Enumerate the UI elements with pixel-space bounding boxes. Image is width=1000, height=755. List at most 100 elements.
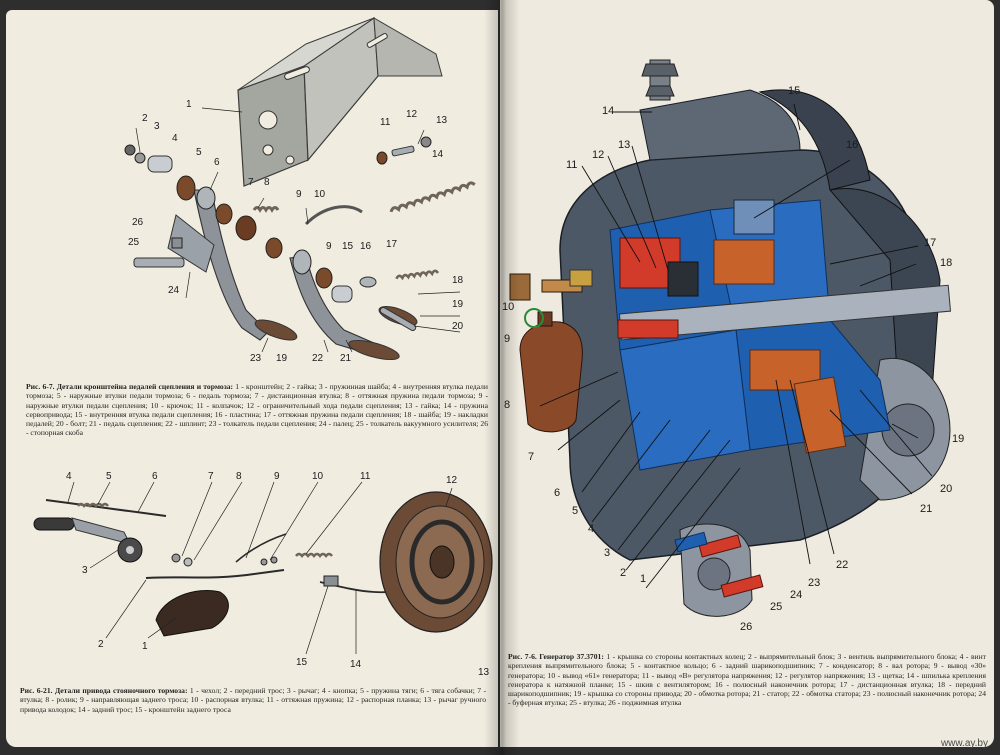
mounting-stud-part: [641, 59, 679, 101]
spring-small-parts: [77, 502, 339, 587]
callout-top-23: 23: [250, 353, 262, 364]
callout-top-20: 20: [452, 321, 464, 332]
gen-callout-21: 21: [920, 503, 933, 515]
watermark-text: www.ay.by: [940, 738, 988, 749]
left-page: 1 2 3 4 5 6 7 8 9 10 11 12 13 14 9 15 16…: [6, 10, 498, 747]
callout-top-22: 22: [312, 353, 324, 364]
gen-callout-9: 9: [504, 333, 511, 345]
callout-top-9a: 9: [296, 189, 302, 200]
callout-top-13: 13: [436, 115, 448, 126]
gen-callout-12: 12: [592, 149, 605, 161]
gen-callout-4: 4: [588, 523, 595, 535]
cable-parts: [45, 499, 427, 594]
callout-top-15: 15: [342, 241, 354, 252]
gen-callout-26: 26: [740, 621, 753, 633]
boot-part: [155, 589, 229, 637]
callout-top-10: 10: [314, 189, 326, 200]
caption-fig-6-21-title: Рис. 6-21. Детали привода стояночного то…: [20, 686, 188, 695]
callout-bottom-13: 13: [478, 667, 490, 678]
gen-callout-11: 11: [566, 159, 578, 171]
callout-top-9b: 9: [326, 241, 332, 252]
gen-callout-8: 8: [504, 399, 511, 411]
winding-parts: [713, 199, 847, 454]
callout-top-6: 6: [214, 157, 220, 168]
gen-callout-14: 14: [602, 105, 615, 117]
callout-top-3: 3: [154, 121, 160, 132]
callout-bottom-2: 2: [98, 639, 104, 650]
lever-part: [33, 517, 143, 563]
gen-callout-16: 16: [846, 139, 859, 151]
leader-lines: [135, 107, 461, 353]
spring-parts: [252, 181, 476, 281]
bushing-parts: [124, 136, 432, 331]
caption-fig-6-7: Рис. 6-7. Детали кронштейна педалей сцеп…: [26, 382, 488, 438]
callout-bottom-8: 8: [236, 471, 242, 482]
gen-callout-5: 5: [572, 505, 579, 517]
callout-top-14: 14: [432, 149, 444, 160]
callout-top-11: 11: [380, 117, 391, 128]
gen-callout-25: 25: [770, 601, 783, 613]
gen-callout-24: 24: [790, 589, 803, 601]
callout-bottom-6: 6: [152, 471, 158, 482]
callout-top-5: 5: [196, 147, 202, 158]
terminal-parts: [509, 269, 593, 328]
caption-fig-7-6: Рис. 7-6. Генератор 37.3701: 1 - крышка …: [508, 652, 986, 708]
callout-top-7: 7: [248, 177, 254, 188]
callout-bottom-12: 12: [446, 475, 458, 486]
gen-callout-7: 7: [528, 451, 535, 463]
callout-top-2: 2: [142, 113, 148, 124]
callout-top-4: 4: [172, 133, 178, 144]
callout-top-17: 17: [386, 239, 398, 250]
regulator-parts: [617, 237, 764, 598]
gen-callout-1: 1: [640, 573, 647, 585]
caption-fig-6-21: Рис. 6-21. Детали привода стояночного то…: [20, 686, 486, 714]
generator-cutaway-diagram: [509, 59, 952, 617]
callout-top-18: 18: [452, 275, 464, 286]
gen-callout-19: 19: [952, 433, 965, 445]
callout-top-25: 25: [128, 237, 140, 248]
generator-leader-lines: [539, 103, 933, 589]
gen-callout-15: 15: [788, 85, 801, 97]
callout-top-24: 24: [168, 285, 180, 296]
gen-callout-18: 18: [940, 257, 953, 269]
callout-bottom-14: 14: [350, 659, 362, 670]
callout-top-16: 16: [360, 241, 372, 252]
gen-callout-6: 6: [554, 487, 561, 499]
caption-fig-7-6-title: Рис. 7-6. Генератор 37.3701:: [508, 652, 604, 661]
callout-bottom-7: 7: [208, 471, 214, 482]
gen-callout-23: 23: [808, 577, 821, 589]
gen-callout-13: 13: [618, 139, 631, 151]
callout-top-19b: 19: [276, 353, 288, 364]
gen-callout-17: 17: [924, 237, 937, 249]
capacitor-part: [519, 311, 583, 433]
callout-bottom-4: 4: [66, 471, 72, 482]
caption-fig-6-21-body: 1 - чехол; 2 - передний трос; 3 - рычаг;…: [20, 686, 486, 714]
caption-fig-6-7-body: 1 - кронштейн; 2 - гайка; 3 - пружинная …: [26, 382, 488, 438]
gen-callout-20: 20: [940, 483, 953, 495]
gen-callout-22: 22: [836, 559, 849, 571]
callout-bottom-5: 5: [106, 471, 112, 482]
gen-callout-2: 2: [620, 567, 627, 579]
gen-callout-10: 10: [502, 301, 515, 313]
pedal-parts: [133, 189, 418, 361]
caption-fig-7-6-body: 1 - крышка со стороны контактных колец; …: [508, 652, 986, 708]
parking-brake-diagram: [33, 481, 493, 655]
leader-lines-bottom: [67, 481, 453, 655]
callout-bottom-1: 1: [142, 641, 148, 652]
callout-bottom-10: 10: [312, 471, 324, 482]
callout-top-19a: 19: [452, 299, 464, 310]
callout-bottom-15: 15: [296, 657, 308, 668]
pedal-bracket-diagram: [124, 16, 476, 361]
callout-top-1: 1: [186, 99, 192, 110]
brake-drum-part: [379, 491, 493, 633]
callout-top-26: 26: [132, 217, 144, 228]
callout-top-8: 8: [264, 177, 270, 188]
bracket-part: [237, 16, 443, 187]
callout-bottom-9: 9: [274, 471, 280, 482]
caption-fig-6-7-title: Рис. 6-7. Детали кронштейна педалей сцеп…: [26, 382, 234, 391]
right-page: 14 15 16 11 12 13 17 18 10 9 8 7 19 20 2…: [500, 0, 994, 747]
callout-top-12: 12: [406, 109, 418, 120]
callout-bottom-11: 11: [360, 471, 371, 482]
